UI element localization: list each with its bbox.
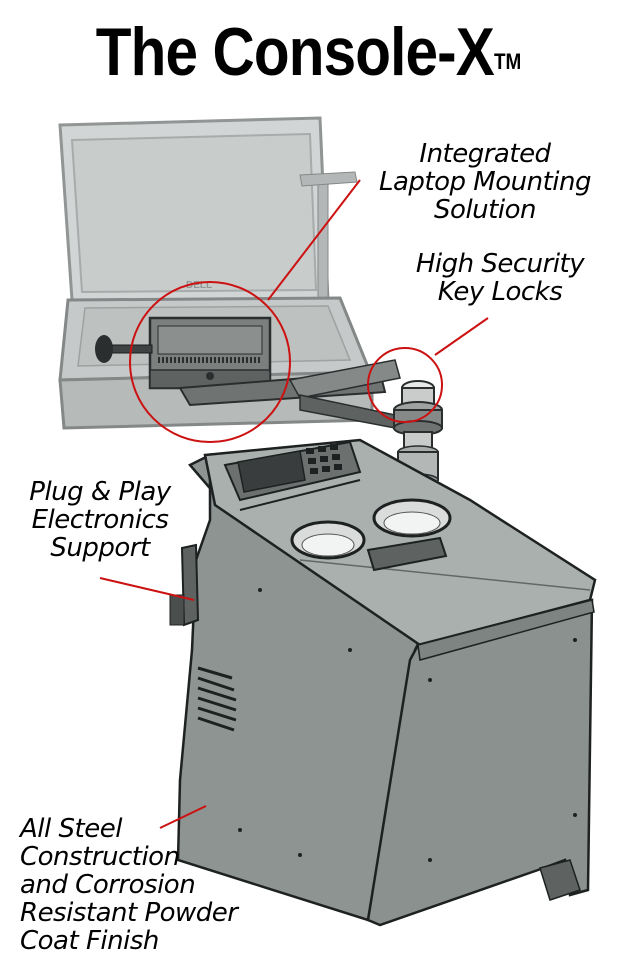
screw-dots	[238, 588, 577, 862]
callout-key-locks: High Security Key Locks	[415, 249, 585, 307]
trademark-mark: TM	[493, 49, 522, 74]
page-title: The Console-XTM	[43, 12, 574, 92]
laptop-callout-line	[267, 179, 361, 301]
keypad-buttons	[306, 444, 342, 474]
title-text: The Console-X	[95, 14, 495, 90]
laptop-brand-logo: DELL	[186, 280, 212, 291]
laptop-mount-highlight-circle	[129, 281, 291, 443]
steel-callout-line	[159, 805, 207, 829]
key-lock-callout-line	[434, 317, 489, 356]
callout-laptop-mounting: Integrated Laptop Mounting Solution	[379, 139, 592, 225]
key-lock-highlight-circle	[367, 347, 443, 423]
laptop-mount-plate	[95, 316, 401, 429]
vent-slots	[197, 666, 237, 732]
callout-plug-play: Plug & Play Electronics Support	[29, 477, 171, 563]
callout-steel-construction: All Steel Construction and Corrosion Res…	[20, 814, 238, 956]
electronics-callout-line	[99, 577, 195, 601]
laptop-illustration: DELL	[58, 116, 374, 430]
callout-markers	[99, 179, 489, 829]
console-body	[169, 438, 597, 927]
